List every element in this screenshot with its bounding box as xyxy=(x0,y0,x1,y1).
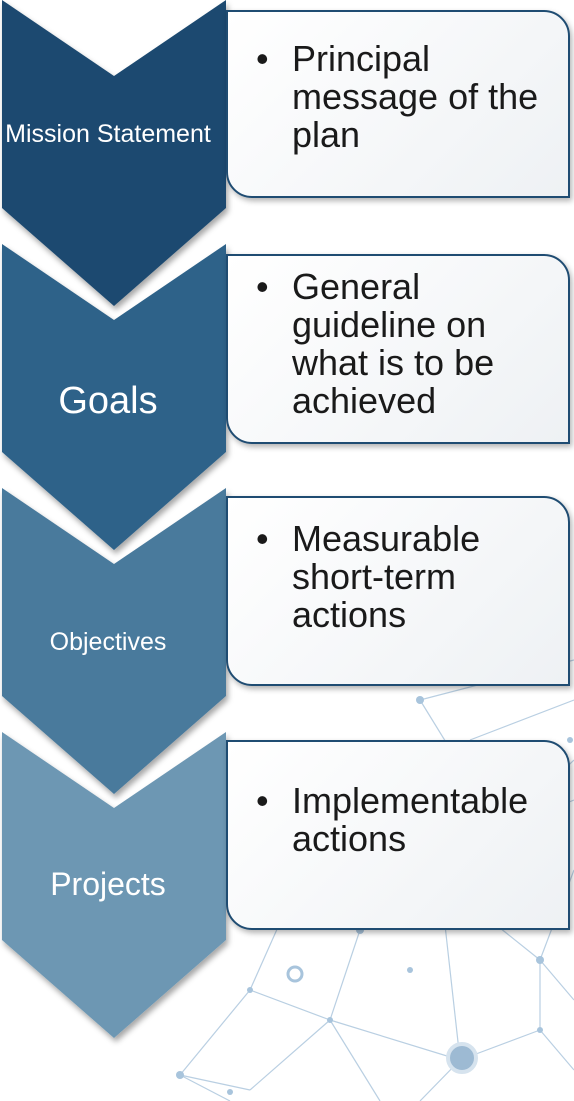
chevron-goals xyxy=(2,244,226,550)
description-box: Implementable actions xyxy=(226,740,570,930)
description-list: Implementable actions xyxy=(256,782,574,858)
description-box: Principal message of the plan xyxy=(226,10,570,198)
step-label: Mission Statement xyxy=(5,120,211,148)
description-list: General guideline on what is to be achie… xyxy=(256,268,572,420)
description-list: Measurable short-term actions xyxy=(256,520,572,634)
step-label: Goals xyxy=(58,380,158,422)
description-box: Measurable short-term actions xyxy=(226,496,570,686)
description-item: General guideline on what is to be achie… xyxy=(256,268,572,420)
description-list: Principal message of the plan xyxy=(256,40,572,154)
chevron-projects xyxy=(2,732,226,1038)
chevron-objectives xyxy=(2,488,226,794)
description-item: Principal message of the plan xyxy=(256,40,572,154)
description-item: Implementable actions xyxy=(256,782,574,858)
chevron-mission-statement xyxy=(2,0,226,306)
description-box: General guideline on what is to be achie… xyxy=(226,254,570,444)
step-label: Objectives xyxy=(49,628,167,656)
description-item: Measurable short-term actions xyxy=(256,520,572,634)
step-label: Projects xyxy=(50,866,166,902)
